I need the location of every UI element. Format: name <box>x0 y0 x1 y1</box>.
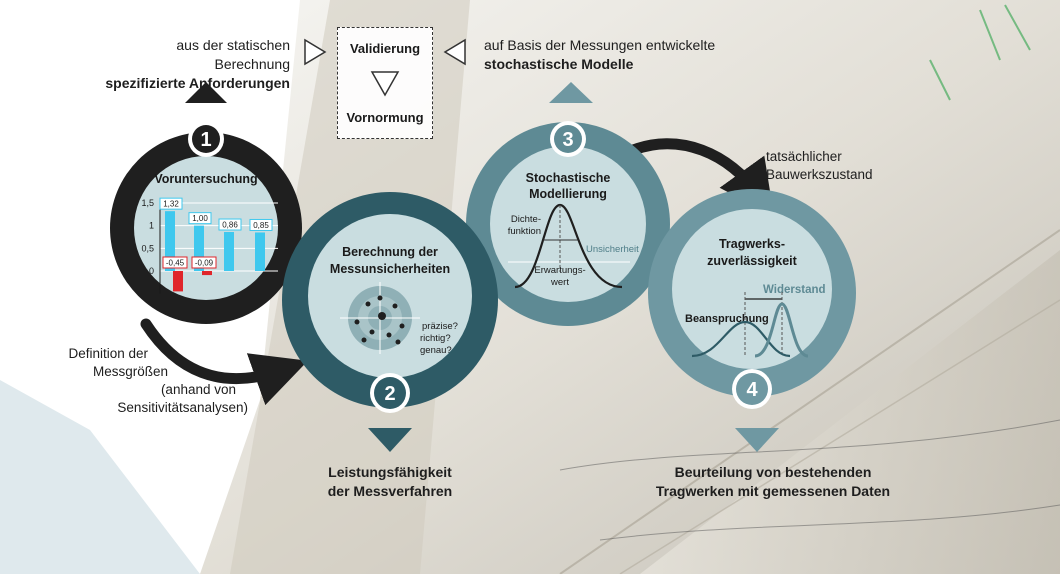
bar-positive <box>224 232 234 271</box>
triangle-down-box <box>370 71 400 97</box>
arrow-down-4 <box>735 428 779 452</box>
step4-circle: 4 Tragwerks- zuverlässigkeit Widerstand … <box>648 189 856 409</box>
bar-negative <box>202 271 212 276</box>
bottom-4-text: Beurteilung von bestehenden Tragwerken m… <box>628 463 918 501</box>
step4-load: Beanspruchung <box>685 313 769 325</box>
y-tick-label: 1,5 <box>141 198 154 208</box>
validation-box: Validierung Vornormung <box>337 27 433 139</box>
bottom-2-text: Leistungsfähigkeit der Messverfahren <box>320 463 460 501</box>
step3-uncertainty: Unsicherheit <box>586 244 639 255</box>
data-label-box <box>249 218 273 231</box>
step4-load-curve <box>691 320 791 358</box>
step3-density-line2: funktion <box>508 226 541 237</box>
step2-q3: genau? <box>420 345 452 356</box>
validation-label: Validierung <box>349 41 421 56</box>
step1-number: 1 <box>200 129 211 151</box>
data-label: 0,86 <box>222 221 238 230</box>
bottom-4-line2: Tragwerken mit gemessenen Daten <box>655 483 891 499</box>
data-label: -0,09 <box>195 259 214 268</box>
step2-title-line1: Berechnung der <box>342 245 438 259</box>
arrow-up-3 <box>549 82 593 103</box>
curved-arrow-3-to-4 <box>622 138 775 217</box>
y-tick-label: 1 <box>149 221 154 231</box>
prenorm-label: Vornormung <box>346 110 424 125</box>
step4-number: 4 <box>746 379 758 401</box>
data-label-box <box>218 218 242 231</box>
triangle-left-right <box>443 38 466 66</box>
step2-q1: präzise? <box>422 321 458 332</box>
step3-expected-line1: Erwartungs- <box>534 265 585 276</box>
right-side-line1: tatsächlicher <box>766 149 842 164</box>
right-side-text: tatsächlicher Bauwerkszustand <box>766 148 906 184</box>
step4-resistance: Widerstand <box>763 284 826 296</box>
top-right-line1: auf Basis der Messungen entwickelte <box>484 37 716 53</box>
data-label-box <box>191 256 217 269</box>
step2-title-line2: Messunsicherheiten <box>330 262 450 276</box>
step2-q2: richtig? <box>420 333 451 344</box>
left-side-line3: (anhand von <box>160 382 236 397</box>
bottom-2-line1: Leistungsfähigkeit <box>328 464 452 480</box>
bottom-2-line2: der Messverfahren <box>327 483 453 499</box>
left-side-line4: Sensitivitätsanalysen) <box>117 400 248 415</box>
step3-title-line1: Stochastische <box>526 171 611 185</box>
top-left-text: aus der statischen Berechnung spezifizie… <box>100 36 290 93</box>
step4-title-line1: Tragwerks- <box>719 237 785 251</box>
step2-circle: 2 Berechnung der Messunsicherheiten präz… <box>282 192 498 413</box>
data-label-box <box>162 256 188 269</box>
step1-title: Voruntersuchung <box>154 172 257 186</box>
top-right-line2: stochastische Modelle <box>484 56 634 72</box>
arrow-down-2 <box>368 428 412 452</box>
step1-bar-chart: 1,5 1 0,5 0 1,32 1,00 0,86 0,85 -0,45 -0,09 <box>141 197 278 294</box>
step3-circle: 3 Stochastische Modellierung Dichte- fun… <box>466 121 670 326</box>
bar-negative <box>173 271 183 292</box>
step4-resistance-curve <box>754 302 809 358</box>
step3-number: 3 <box>562 129 573 151</box>
bottom-4-line1: Beurteilung von bestehenden <box>674 464 872 480</box>
left-side-text: Definition der Messgrößen (anhand von Se… <box>52 345 248 417</box>
data-label: -0,45 <box>166 259 185 268</box>
top-right-text: auf Basis der Messungen entwickelte stoc… <box>484 36 744 74</box>
top-left-line2: spezifizierte Anforderungen <box>105 75 290 91</box>
data-label: 1,32 <box>163 200 179 209</box>
arrow-up-1 <box>185 82 227 103</box>
left-side-line2: Messgrößen <box>92 364 168 379</box>
data-label: 1,00 <box>192 214 208 223</box>
step1-circle: 1 Voruntersuchung 1,5 1 0,5 0 1,32 1,00 0,86 0,… <box>110 121 302 324</box>
data-label: 0,85 <box>253 221 269 230</box>
step2-number: 2 <box>384 383 395 405</box>
step4-title-line2: zuverlässigkeit <box>707 254 797 268</box>
curved-arrow-1-to-2 <box>140 318 308 406</box>
bar-positive <box>165 211 175 271</box>
data-label-box <box>159 197 183 210</box>
y-tick-label: 0,5 <box>141 243 154 253</box>
top-left-line1: aus der statischen Berechnung <box>176 37 290 72</box>
right-side-line2: Bauwerkszustand <box>766 167 873 182</box>
y-tick-label: 0 <box>149 266 154 276</box>
left-side-line1: Definition der <box>68 346 148 361</box>
triangle-right-left <box>304 38 327 66</box>
target-icon <box>340 282 420 354</box>
bar-positive <box>194 225 204 271</box>
step3-expected-line2: wert <box>550 277 569 288</box>
step3-density-line1: Dichte- <box>511 214 541 225</box>
step3-title-line2: Modellierung <box>529 187 607 201</box>
bar-positive <box>255 232 265 271</box>
data-label-box <box>188 212 212 225</box>
